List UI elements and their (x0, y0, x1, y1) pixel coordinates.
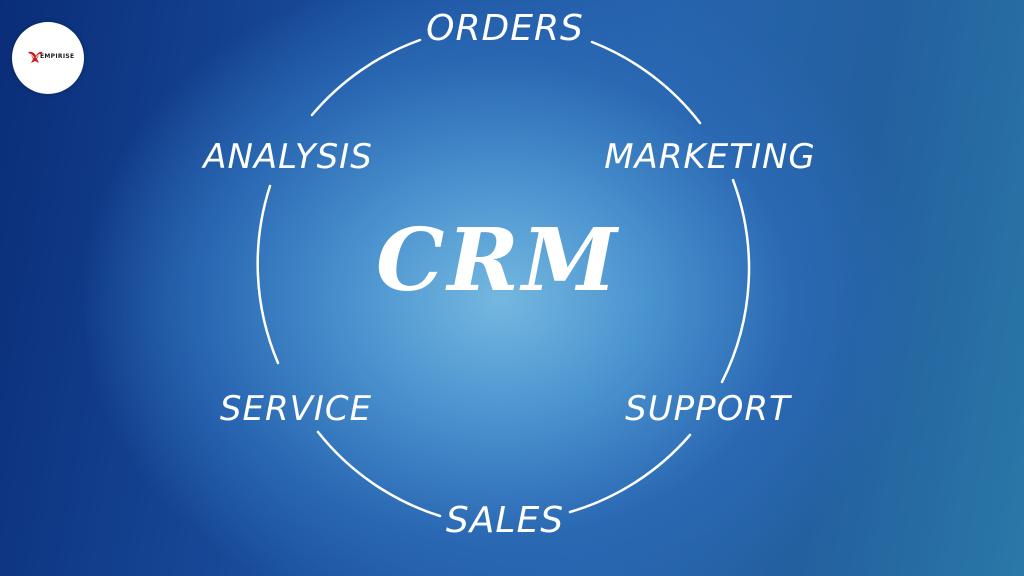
segment-label-sales: SALES (446, 500, 564, 541)
segment-label-support: SUPPORT (625, 389, 792, 429)
ring-arc-service-analysis (256, 184, 280, 365)
ring-arc-orders-marketing (590, 40, 702, 125)
center-label-crm: CRM (376, 210, 620, 311)
ring-arc-sales-service (316, 430, 442, 518)
ring-arc-marketing-support (720, 178, 751, 384)
logo-text: EMPIRISE (40, 53, 75, 60)
segment-label-marketing: MARKETING (604, 137, 816, 177)
segment-label-orders: ORDERS (426, 8, 584, 49)
segment-label-service: SERVICE (220, 389, 372, 429)
segment-label-analysis: ANALYSIS (201, 137, 373, 177)
brand-logo: EMPIRISE (12, 22, 84, 94)
ring-arc-support-sales (568, 433, 692, 514)
eagle-icon (28, 51, 43, 63)
ring-arc-analysis-orders (310, 38, 422, 117)
